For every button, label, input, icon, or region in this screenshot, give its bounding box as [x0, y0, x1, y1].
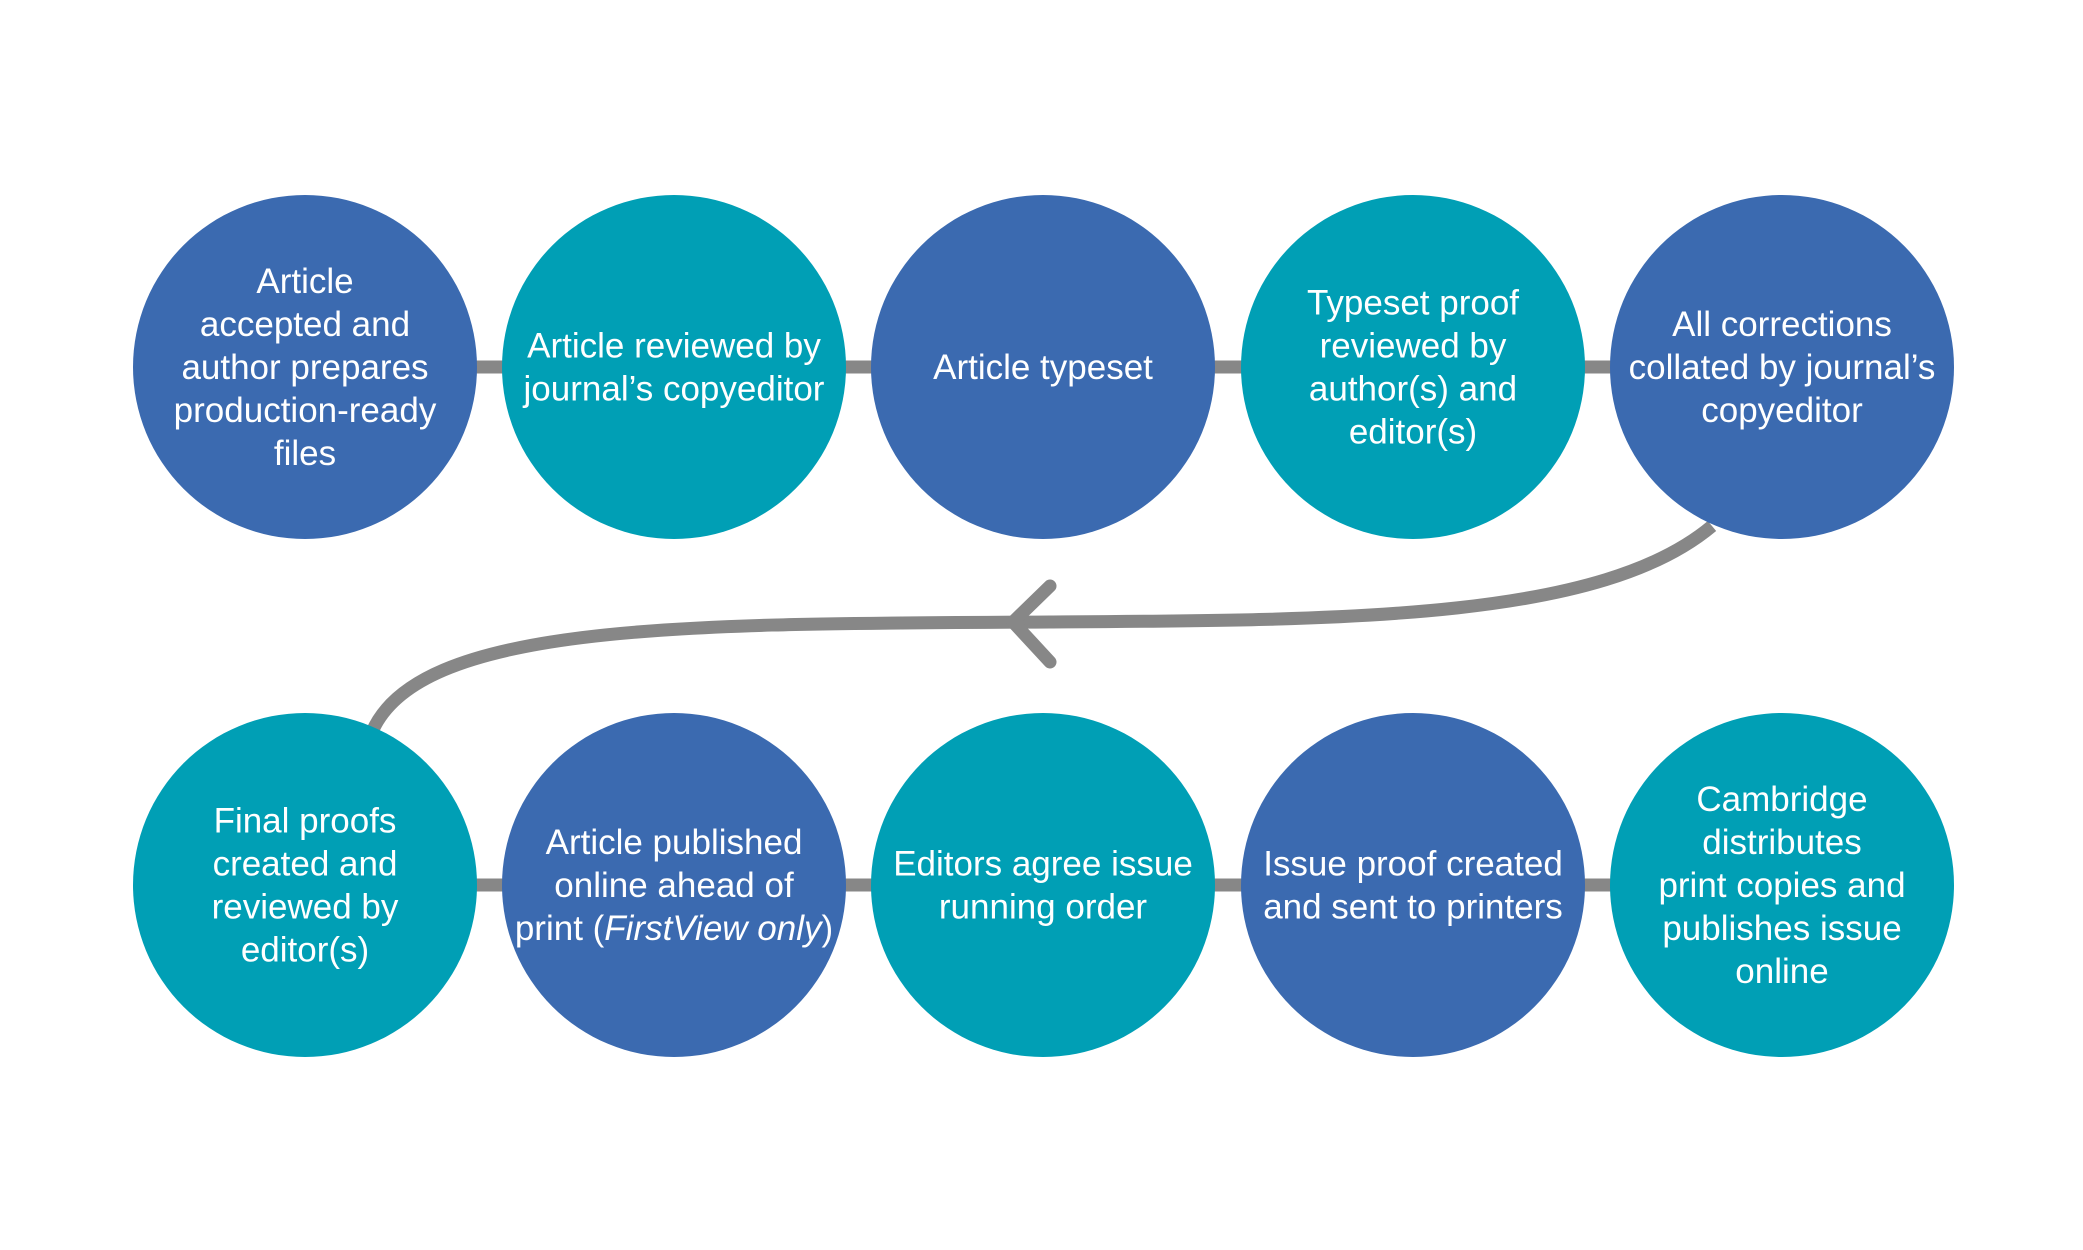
step-4-label-line: editor(s): [1349, 413, 1477, 452]
step-9-label-line: and sent to printers: [1263, 888, 1563, 927]
step-1-label-line: Article: [256, 262, 353, 301]
step-6-circle: [133, 713, 477, 1057]
label-segment: editor(s): [241, 931, 369, 970]
step-nodes: Article accepted and author prepares produc…: [133, 195, 1954, 1057]
label-segment: Cambridge: [1696, 780, 1867, 819]
label-segment: ): [822, 909, 834, 948]
label-segment: editor(s): [1349, 413, 1477, 452]
label-segment: Article reviewed by: [527, 327, 821, 366]
step-4-label-line: author(s) and: [1309, 370, 1517, 409]
step-4-label-line: reviewed by: [1320, 327, 1507, 366]
step-7-label-line: print (FirstView only): [515, 909, 833, 948]
label-segment: collated by journal’s: [1629, 348, 1936, 387]
step-5-label: All corrections collated by journal’s copy…: [1629, 305, 1936, 430]
step-5-label-line: collated by journal’s: [1629, 348, 1936, 387]
step-1-label-line: author prepares: [181, 348, 428, 387]
label-segment: print (: [515, 909, 605, 948]
step-10-label: Cambridge distributes print copies and publ…: [1658, 780, 1905, 991]
step-8-node: Editors agree issue running order: [871, 713, 1215, 1057]
step-5-node: All corrections collated by journal’s copy…: [1610, 195, 1954, 539]
step-4-label: Typeset proof reviewed by author(s) and edi…: [1307, 284, 1519, 452]
label-segment: and sent to printers: [1263, 888, 1563, 927]
step-9-label-line: Issue proof created: [1263, 845, 1563, 884]
step-8-label-line: running order: [939, 888, 1148, 927]
step-1-label: Article accepted and author prepares produc…: [174, 262, 437, 473]
step-4-label-line: Typeset proof: [1307, 284, 1519, 323]
step-1-circle: [133, 195, 477, 539]
step-4-circle: [1241, 195, 1585, 539]
step-6-label-line: editor(s): [241, 931, 369, 970]
label-segment: Issue proof created: [1263, 845, 1563, 884]
label-segment: author(s) and: [1309, 370, 1517, 409]
label-segment: Article: [256, 262, 353, 301]
step-6-label-line: reviewed by: [212, 888, 399, 927]
label-segment: All corrections: [1672, 305, 1892, 344]
step-8-label-line: Editors agree issue: [893, 845, 1193, 884]
step-1-node: Article accepted and author prepares produc…: [133, 195, 477, 539]
step-2-label-line: journal’s copyeditor: [523, 370, 825, 409]
step-9-node: Issue proof created and sent to printers: [1241, 713, 1585, 1057]
label-segment: print copies and: [1658, 866, 1905, 905]
step-6-label-line: Final proofs: [214, 802, 397, 841]
label-segment: distributes: [1702, 823, 1862, 862]
step-10-circle: [1610, 713, 1954, 1057]
step-3-label: Article typeset: [933, 348, 1153, 387]
step-5-label-line: All corrections: [1672, 305, 1892, 344]
label-segment: reviewed by: [212, 888, 399, 927]
step-10-label-line: publishes issue: [1662, 909, 1901, 948]
step-9-label: Issue proof created and sent to printers: [1263, 845, 1563, 927]
label-segment: Editors agree issue: [893, 845, 1193, 884]
step-10-label-line: online: [1735, 952, 1828, 991]
step-2-label: Article reviewed by journal’s copyeditor: [523, 327, 825, 409]
step-10-node: Cambridge distributes print copies and publ…: [1610, 713, 1954, 1057]
step-2-label-line: Article reviewed by: [527, 327, 821, 366]
step-3-label-line: Article typeset: [933, 348, 1153, 387]
step-8-circle: [871, 713, 1215, 1057]
step-7-circle: [502, 713, 846, 1057]
step-1-label-line: accepted and: [200, 305, 410, 344]
label-segment: Final proofs: [214, 802, 397, 841]
label-segment: author prepares: [181, 348, 428, 387]
step-2-circle: [502, 195, 846, 539]
step-6-label: Final proofs created and reviewed by editor…: [212, 802, 399, 970]
step-9-circle: [1241, 713, 1585, 1057]
step-7-label-line: Article published: [546, 823, 803, 862]
label-segment: publishes issue: [1662, 909, 1901, 948]
step-3-node: Article typeset: [871, 195, 1215, 539]
label-segment: Typeset proof: [1307, 284, 1519, 323]
step-7-node: Article published online ahead of print (F…: [502, 713, 846, 1057]
step-1-label-line: files: [274, 434, 336, 473]
label-segment: Article typeset: [933, 348, 1153, 387]
step-8-label: Editors agree issue running order: [893, 845, 1193, 927]
step-10-label-line: distributes: [1702, 823, 1862, 862]
label-segment: created and: [213, 845, 398, 884]
label-segment: production-ready: [174, 391, 437, 430]
label-segment: online ahead of: [554, 866, 794, 905]
step-3-circle: [871, 195, 1215, 539]
step-10-label-line: Cambridge: [1696, 780, 1867, 819]
label-segment: accepted and: [200, 305, 410, 344]
label-segment: running order: [939, 888, 1148, 927]
step-5-circle: [1610, 195, 1954, 539]
step-1-label-line: production-ready: [174, 391, 437, 430]
label-segment: reviewed by: [1320, 327, 1507, 366]
label-segment: copyeditor: [1701, 391, 1863, 430]
step-6-label-line: created and: [213, 845, 398, 884]
label-segment: files: [274, 434, 336, 473]
label-segment: online: [1735, 952, 1828, 991]
label-segment: FirstView only: [604, 909, 824, 948]
label-segment: journal’s copyeditor: [523, 370, 825, 409]
step-5-label-line: copyeditor: [1701, 391, 1863, 430]
label-segment: Article published: [546, 823, 803, 862]
step-10-label-line: print copies and: [1658, 866, 1905, 905]
step-7-label-line: online ahead of: [554, 866, 794, 905]
step-7-label: Article published online ahead of print (F…: [515, 823, 833, 948]
step-2-node: Article reviewed by journal’s copyeditor: [502, 195, 846, 539]
step-4-node: Typeset proof reviewed by author(s) and edi…: [1241, 195, 1585, 539]
return-curve-connector: [366, 521, 1717, 735]
return-arrow-head: [1006, 579, 1057, 669]
step-6-node: Final proofs created and reviewed by editor…: [133, 713, 477, 1057]
